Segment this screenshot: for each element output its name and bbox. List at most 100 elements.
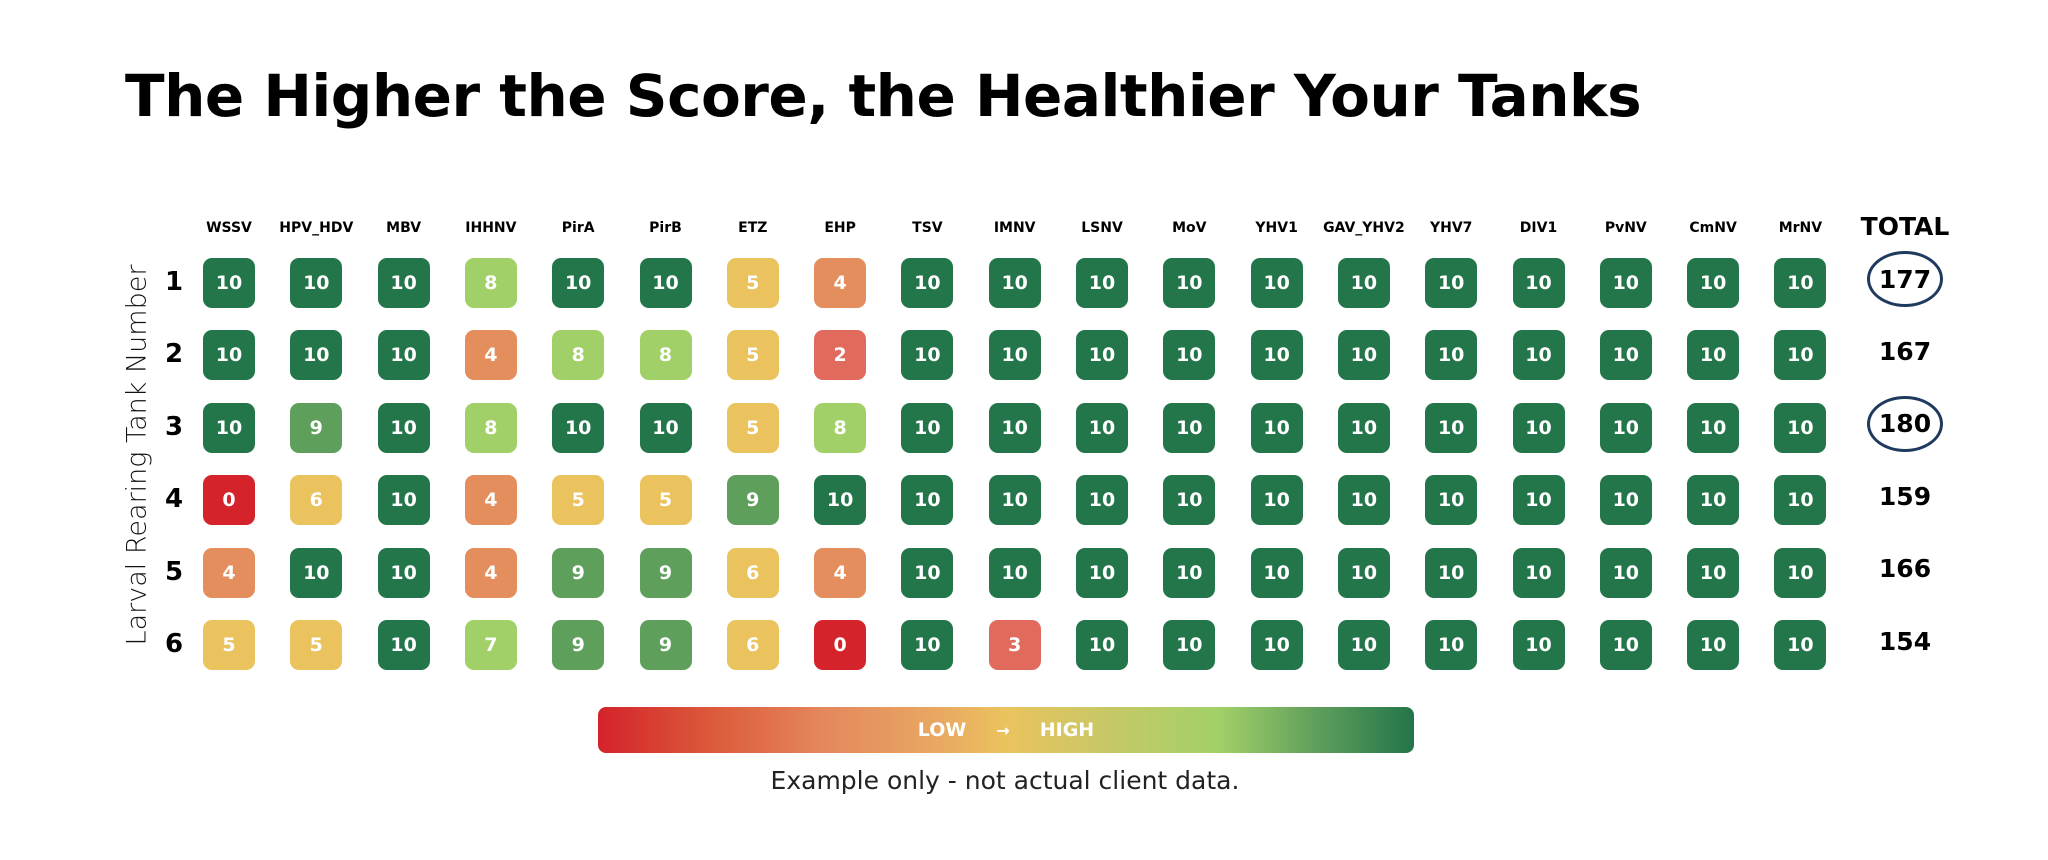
total-column-header: TOTAL: [1860, 212, 1950, 241]
row-label: 1: [164, 267, 184, 297]
y-axis-label: Larval Rearing Tank Number: [121, 264, 153, 646]
score-cell: 10: [1163, 620, 1216, 670]
score-cell: 5: [290, 620, 343, 670]
column-header: DIV1: [1519, 220, 1558, 236]
score-cell: 10: [1337, 402, 1390, 453]
score-cell: 10: [1076, 620, 1128, 670]
score-cell: 0: [203, 475, 255, 526]
score-cell: 10: [1163, 547, 1216, 598]
score-cell: 10: [1512, 330, 1565, 381]
score-cell: 10: [901, 258, 954, 308]
score-cell: 10: [988, 547, 1041, 598]
score-cell: 10: [1687, 330, 1740, 381]
score-cell: 5: [639, 475, 692, 526]
score-cell: 5: [726, 330, 779, 381]
column-header: MrNV: [1778, 220, 1823, 236]
score-cell: 10: [1599, 547, 1652, 598]
column-header: MBV: [386, 220, 422, 236]
score-cell: 10: [1512, 402, 1565, 453]
row-label: 3: [164, 411, 184, 442]
score-cell: 10: [1250, 330, 1303, 381]
column-header: LSNV: [1081, 220, 1123, 236]
score-cell: 10: [377, 402, 430, 453]
score-cell: 10: [1425, 402, 1478, 453]
score-cell: 10: [377, 330, 430, 381]
row-total: 159: [1878, 481, 1932, 511]
score-cell: 10: [1337, 258, 1390, 308]
score-cell: 10: [552, 258, 605, 308]
score-cell: 10: [1337, 547, 1390, 598]
score-cell: 10: [290, 547, 343, 598]
score-cell: 10: [1163, 402, 1216, 453]
score-cell: 10: [901, 475, 954, 526]
score-cell: 10: [1337, 620, 1390, 670]
score-cell: 10: [988, 258, 1041, 308]
score-cell: 2: [814, 330, 867, 381]
score-cell: 10: [1076, 330, 1128, 381]
highlighted-total: 177: [1867, 251, 1943, 307]
column-header: CmNV: [1689, 220, 1737, 236]
column-header: HPV_HDV: [279, 220, 354, 236]
row-label: 6: [164, 629, 184, 659]
score-cell: 10: [552, 402, 605, 453]
score-cell: 10: [1337, 475, 1390, 526]
column-header: MoV: [1172, 220, 1207, 236]
score-cell: 10: [1687, 258, 1740, 308]
score-cell: 10: [988, 402, 1041, 453]
disclaimer-note: Example only - not actual client data.: [770, 766, 1240, 795]
score-cell: 10: [1774, 547, 1827, 598]
row-total: 167: [1878, 336, 1932, 366]
score-cell: 10: [1687, 547, 1740, 598]
score-cell: 5: [203, 620, 255, 670]
score-cell: 10: [1599, 620, 1652, 670]
score-cell: 10: [988, 475, 1041, 526]
score-cell: 9: [726, 475, 779, 526]
score-cell: 10: [1599, 475, 1652, 526]
score-cell: 10: [1076, 402, 1128, 453]
score-cell: 8: [464, 258, 517, 308]
column-header: PirA: [561, 220, 595, 236]
score-cell: 10: [1425, 475, 1478, 526]
score-cell: 10: [290, 330, 343, 381]
column-header: ETZ: [738, 220, 768, 236]
score-cell: 9: [290, 402, 343, 453]
score-cell: 10: [1512, 620, 1565, 670]
score-cell: 10: [203, 402, 255, 453]
score-cell: 10: [1774, 620, 1827, 670]
score-cell: 10: [1337, 330, 1390, 381]
score-cell: 5: [552, 475, 605, 526]
score-cell: 10: [1425, 620, 1478, 670]
score-cell: 4: [464, 330, 517, 381]
legend-low-label: LOW: [917, 719, 967, 741]
score-cell: 10: [1687, 620, 1740, 670]
score-cell: 10: [1250, 620, 1303, 670]
score-cell: 10: [377, 475, 430, 526]
legend-high-label: HIGH: [1039, 719, 1095, 741]
score-cell: 10: [1512, 258, 1565, 308]
score-cell: 10: [1250, 547, 1303, 598]
score-cell: 10: [1250, 402, 1303, 453]
column-header: IHHNV: [465, 220, 517, 236]
score-cell: 10: [377, 547, 430, 598]
score-cell: 10: [1774, 330, 1827, 381]
score-cell: 10: [1774, 402, 1827, 453]
arrow-right-icon: →: [996, 720, 1010, 740]
score-cell: 10: [901, 547, 954, 598]
score-cell: 8: [814, 402, 867, 453]
score-cell: 6: [290, 475, 343, 526]
score-cell: 10: [1163, 475, 1216, 526]
score-cell: 10: [1774, 258, 1827, 308]
row-label: 4: [164, 484, 184, 515]
score-cell: 10: [1076, 258, 1128, 308]
score-cell: 10: [1163, 258, 1216, 308]
score-cell: 10: [1774, 475, 1827, 526]
score-cell: 3: [988, 620, 1041, 670]
column-header: GAV_YHV2: [1323, 220, 1405, 236]
score-cell: 0: [814, 620, 867, 670]
column-header: IMNV: [993, 220, 1036, 236]
page-title: The Higher the Score, the Healthier Your…: [125, 62, 1642, 130]
score-cell: 7: [464, 620, 517, 670]
score-cell: 5: [726, 258, 779, 308]
score-cell: 10: [290, 258, 343, 308]
score-cell: 10: [1687, 475, 1740, 526]
